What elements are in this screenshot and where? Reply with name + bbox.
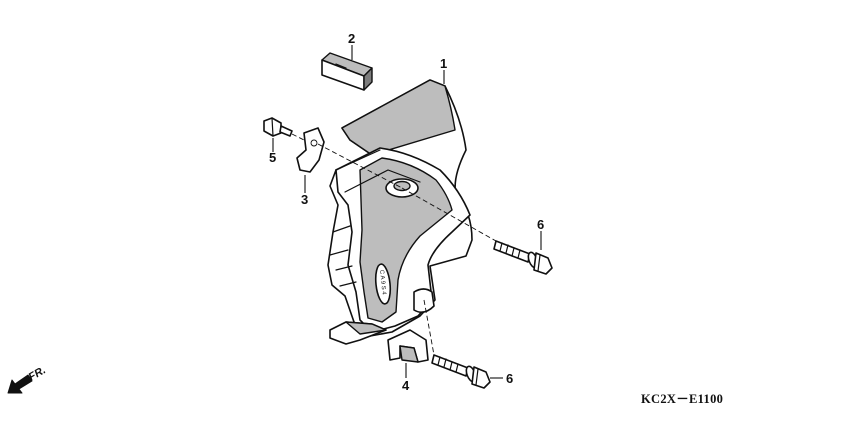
block-part-2[interactable] [321,52,373,91]
callout-3: 3 [301,192,308,207]
callout-5: 5 [269,150,276,165]
callout-2: 2 [348,31,355,46]
assembly-lines [291,133,497,356]
front-direction-marker: FR. [7,364,48,394]
callout-6-lower: 6 [506,371,513,386]
diagram-code: KC2X－E1100 [641,392,724,406]
bracket-part-3[interactable] [296,127,325,173]
front-arrow-icon [7,374,33,394]
bolt-part-6-upper[interactable] [493,240,553,275]
front-label: FR. [27,364,48,383]
callout-4: 4 [402,378,410,393]
bolt-part-5[interactable] [263,117,293,137]
stamp-text: C A 9 S 4 [378,270,387,296]
callout-1: 1 [440,56,447,71]
cover-part-1[interactable]: C A 9 S 4 [327,79,473,345]
leader-lines [272,45,542,379]
bolt-part-6-lower[interactable] [431,354,491,389]
callout-6-upper: 6 [537,217,544,232]
clip-part-4[interactable] [387,329,429,363]
